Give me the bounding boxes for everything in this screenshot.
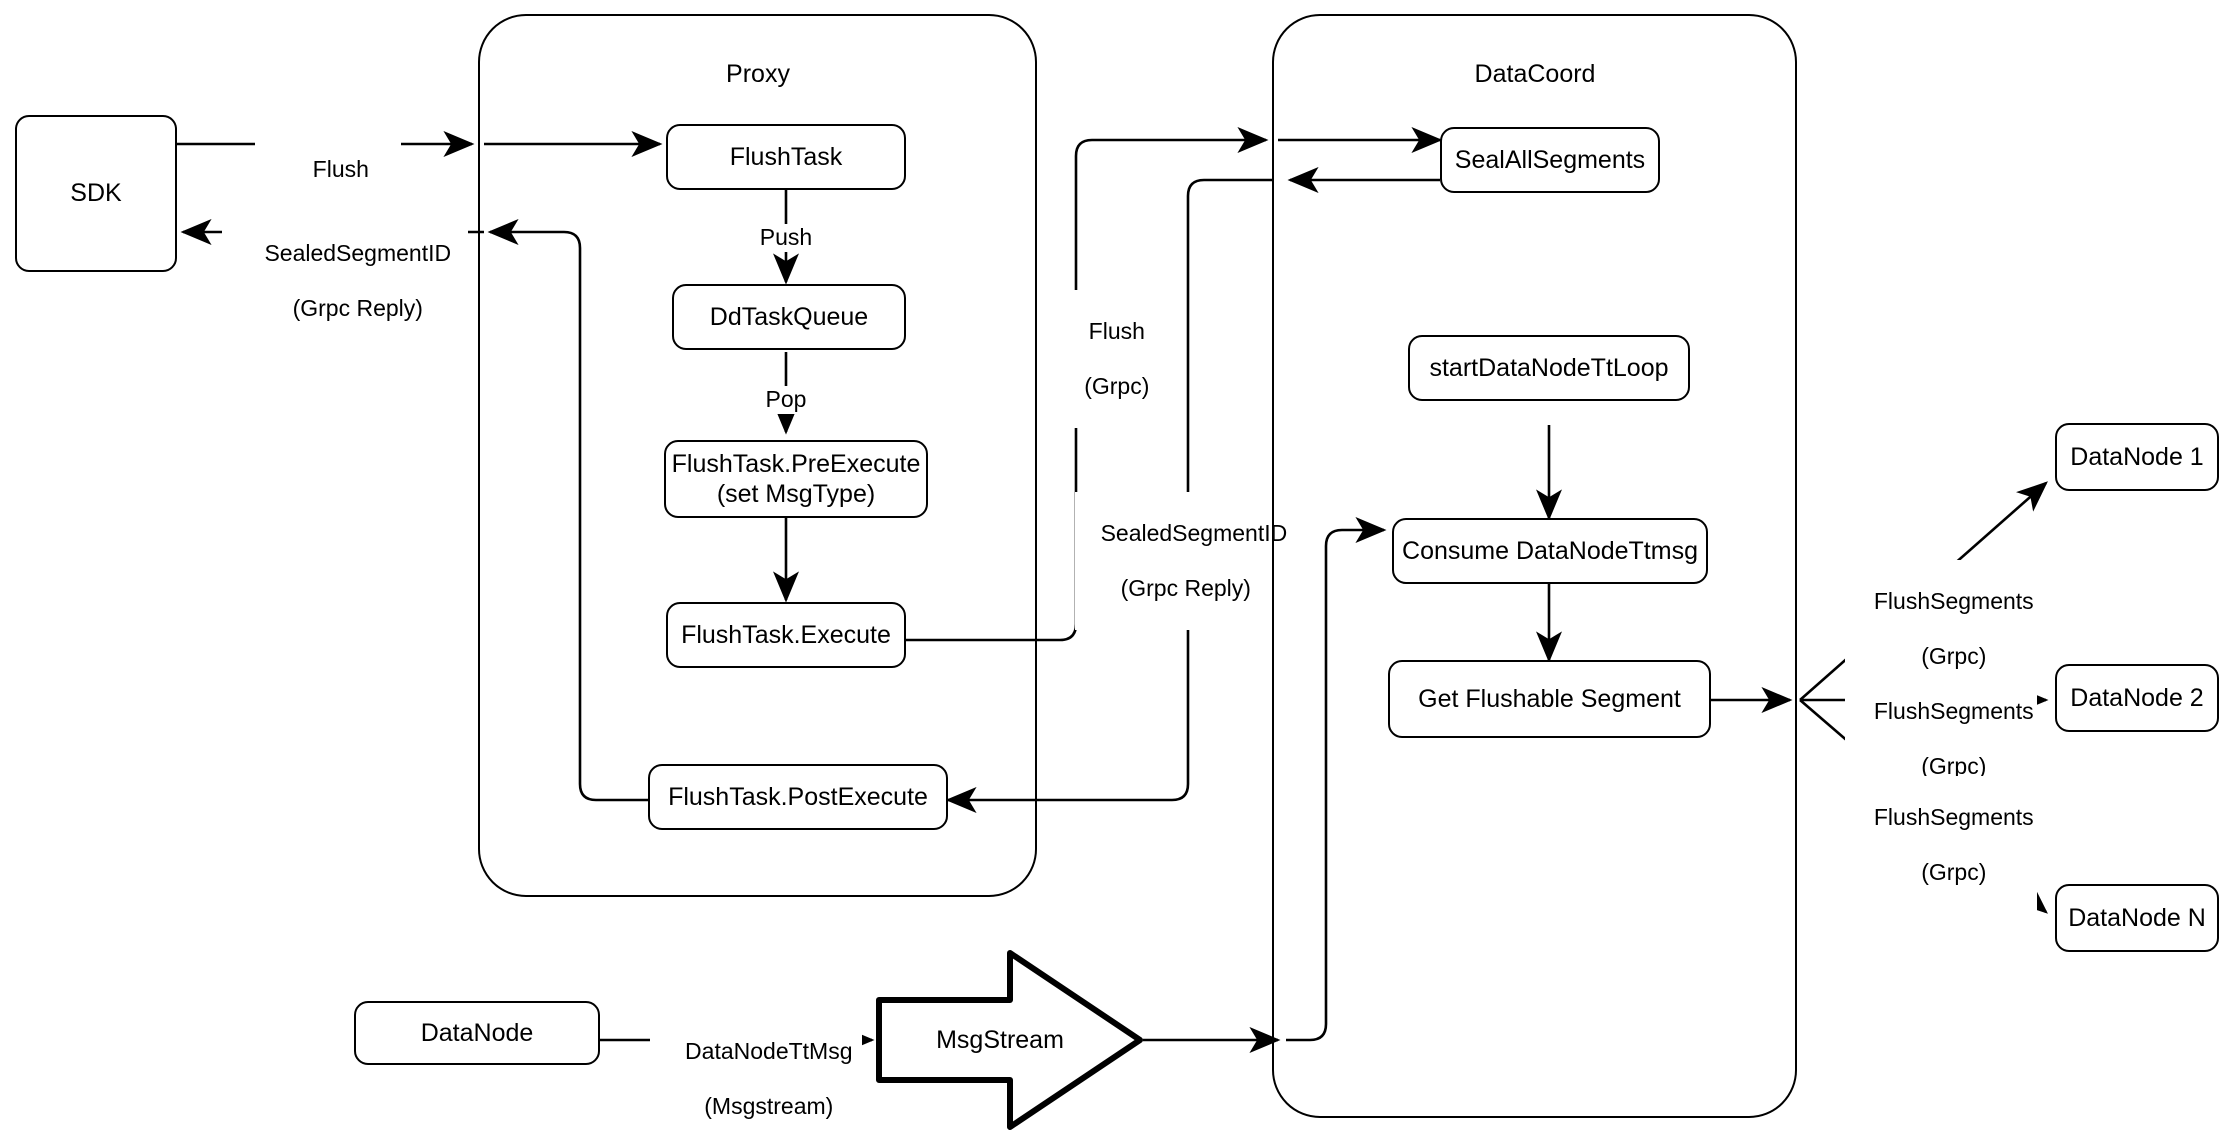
edge-postexecute-to-sdk-reply <box>487 219 648 802</box>
label-pop: Pop <box>750 386 822 414</box>
label-flush-line1: Flush <box>312 155 369 182</box>
group-proxy <box>478 14 1037 897</box>
node-get-flushable-segment[interactable]: Get Flushable Segment <box>1388 660 1711 738</box>
node-seal-all-segments[interactable]: SealAllSegments <box>1440 127 1660 193</box>
label-coordreply-line2: (Grpc Reply) <box>1120 574 1251 601</box>
label-fs1-line1: FlushSegments <box>1873 587 2034 614</box>
node-flush-task-preexecute[interactable]: FlushTask.PreExecute (set MsgType) <box>664 440 928 518</box>
group-datacoord-title: DataCoord <box>1474 60 1596 88</box>
label-coord-to-proxy: SealedSegmentID (Grpc Reply) <box>1075 492 1287 630</box>
label-fsn-line1: FlushSegments <box>1873 803 2034 830</box>
edge-datacoord-to-postexecute <box>945 178 1272 813</box>
node-flush-task[interactable]: FlushTask <box>666 124 906 190</box>
node-sdk[interactable]: SDK <box>15 115 177 272</box>
node-datanode-bottom[interactable]: DataNode <box>354 1001 600 1065</box>
group-proxy-title: Proxy <box>726 60 790 88</box>
label-ttmsg-line1: DataNodeTtMsg <box>685 1037 853 1064</box>
node-dd-task-queue[interactable]: DdTaskQueue <box>672 284 906 350</box>
group-datacoord <box>1272 14 1797 1118</box>
node-flush-task-postexecute[interactable]: FlushTask.PostExecute <box>648 764 948 830</box>
label-coordreply-line1: SealedSegmentID <box>1100 519 1288 546</box>
preexecute-line-1: FlushTask.PreExecute <box>671 449 921 478</box>
label-proxy-to-coord: Flush (Grpc) <box>1040 290 1168 428</box>
node-flush-task-preexecute-text: FlushTask.PreExecute (set MsgType) <box>672 449 921 510</box>
label-fs2-line1: FlushSegments <box>1873 697 2034 724</box>
label-fs2-line2: (Grpc) <box>1921 752 1987 779</box>
label-sealedsegid-line1: SealedSegmentID <box>264 239 452 266</box>
label-proxy-to-sdk: SealedSegmentID (Grpc Reply) <box>222 212 468 350</box>
node-consume-datanode-ttmsg[interactable]: Consume DataNodeTtmsg <box>1392 518 1708 584</box>
node-datanode-1[interactable]: DataNode 1 <box>2055 423 2219 491</box>
node-flush-task-execute[interactable]: FlushTask.Execute <box>666 602 906 668</box>
msgstream-arrow-shape <box>876 950 1143 1130</box>
node-msgstream-label: MsgStream <box>936 1026 1064 1054</box>
edge-coordedge-to-consume <box>1286 517 1387 1042</box>
node-datanode-2[interactable]: DataNode 2 <box>2055 664 2219 732</box>
preexecute-line-2: (set MsgType) <box>716 480 876 508</box>
node-start-datanode-tt-loop[interactable]: startDataNodeTtLoop <box>1408 335 1690 401</box>
label-coordflush-line1: Flush <box>1088 317 1145 344</box>
label-datanode-to-msgstream: DataNodeTtMsg (Msgstream) <box>650 1010 862 1135</box>
label-fs1-line2: (Grpc) <box>1921 642 1987 669</box>
label-fsn-line2: (Grpc) <box>1921 858 1987 885</box>
label-flush-segments-n: FlushSegments (Grpc) <box>1845 776 2037 914</box>
label-ttmsg-line2: (Msgstream) <box>704 1092 834 1119</box>
label-coordflush-line2: (Grpc) <box>1084 372 1150 399</box>
label-push: Push <box>746 224 826 252</box>
node-datanode-n[interactable]: DataNode N <box>2055 884 2219 952</box>
label-sealedsegid-line2: (Grpc Reply) <box>292 294 423 321</box>
